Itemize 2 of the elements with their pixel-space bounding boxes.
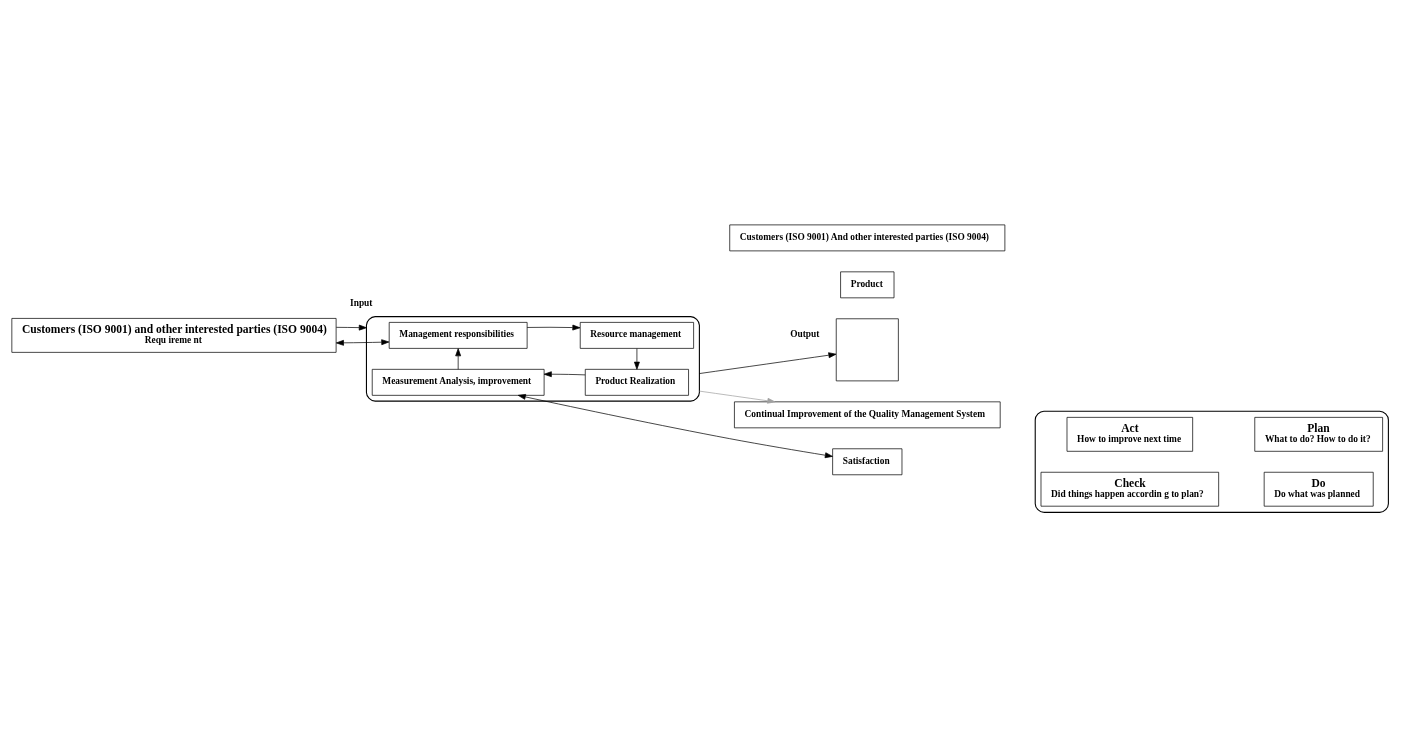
edge-label: Input xyxy=(350,297,373,308)
edge-label: Output xyxy=(790,328,820,339)
